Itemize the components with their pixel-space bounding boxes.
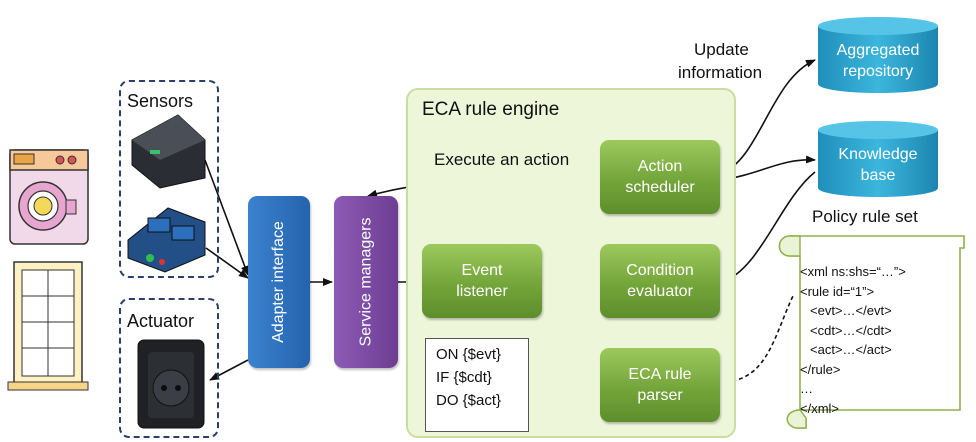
- rule-code-line: DO {$act}: [436, 392, 502, 409]
- engine-title: ECA rule engine: [422, 99, 560, 120]
- policy-line: <rule id=“1”>: [800, 283, 875, 299]
- service-managers: Service managers: [334, 196, 398, 368]
- policy-rule-text: <xml ns:shs=“…”> <rule id=“1”> <evt>…</e…: [800, 262, 906, 418]
- rule-code-line: ON {$evt}: [436, 346, 502, 363]
- actuator-label: Actuator: [127, 311, 195, 331]
- eca-rule-parser-line2: parser: [637, 387, 683, 404]
- policy-line: <act>…</act>: [810, 342, 892, 357]
- policy-line: </xml>: [800, 400, 840, 416]
- arrow-adapter-to-actuator: [209, 359, 249, 381]
- arrow-sensor1-to-adapter: [204, 159, 249, 276]
- aggregated-repository-line2: repository: [842, 63, 914, 80]
- knowledge-base: Knowledge base: [813, 144, 943, 186]
- knowledge-base-line2: base: [860, 167, 896, 184]
- event-listener-line1: Event: [461, 262, 503, 279]
- adapter-interface: Adapter interface: [248, 196, 310, 368]
- update-information-line1: Update: [694, 40, 749, 59]
- eca-rule-parser-line1: ECA rule: [628, 366, 692, 383]
- action-scheduler: Action scheduler: [600, 140, 720, 214]
- condition-evaluator-line2: evaluator: [627, 283, 693, 300]
- event-listener-line2: listener: [456, 283, 508, 300]
- policy-line: …: [800, 381, 813, 396]
- policy-rule-set-title: Policy rule set: [812, 207, 918, 226]
- knowledge-base-line1: Knowledge: [838, 146, 918, 163]
- update-information-line2: information: [678, 63, 763, 82]
- action-scheduler-line2: scheduler: [625, 179, 695, 196]
- aggregated-repository: Aggregated repository: [813, 40, 943, 82]
- actuator-group: [119, 298, 219, 438]
- sensors-label: Sensors: [127, 91, 194, 111]
- condition-evaluator: Condition evaluator: [600, 244, 720, 318]
- policy-line: <evt>…</evt>: [810, 303, 892, 318]
- policy-line: <xml ns:shs=“…”>: [800, 264, 906, 279]
- arrow-policy-to-parser: [723, 289, 797, 386]
- aggregated-repository-line1: Aggregated: [836, 42, 920, 59]
- execute-action-label: Execute an action: [434, 150, 570, 169]
- condition-evaluator-line1: Condition: [626, 262, 694, 279]
- arrow-sensor2-to-adapter: [205, 247, 249, 279]
- policy-line: </rule>: [800, 361, 841, 377]
- policy-line: <cdt>…</cdt>: [810, 322, 892, 338]
- eca-rule-parser: ECA rule parser: [600, 348, 720, 422]
- action-scheduler-line1: Action: [637, 158, 683, 175]
- sensors-group: [119, 80, 219, 278]
- event-listener: Event listener: [422, 244, 542, 318]
- rule-code-box: ON {$evt} IF {$cdt} DO {$act}: [425, 338, 529, 432]
- rule-code-line: IF {$cdt}: [436, 369, 492, 386]
